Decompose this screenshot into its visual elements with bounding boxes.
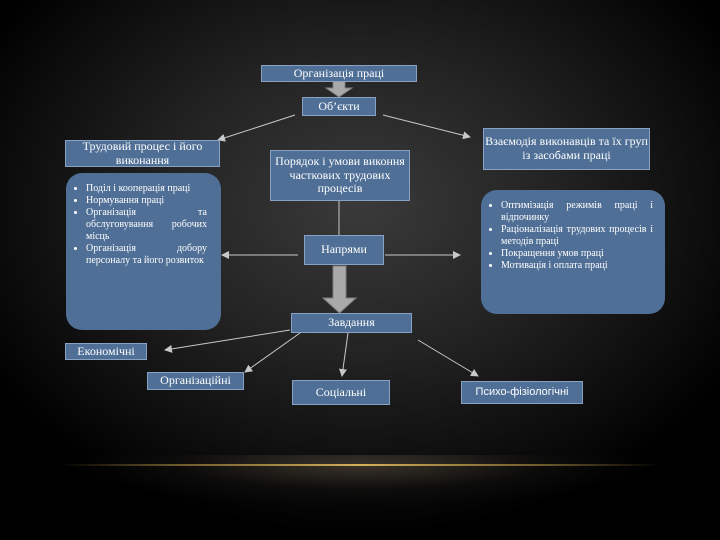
left-list-panel: Поділ і кооперація праціНормування праці… [66, 173, 221, 330]
branch-left-box: Трудовий процес і його виконання [65, 139, 220, 167]
left-list: Поділ і кооперація праціНормування праці… [66, 183, 207, 267]
title-box: Організація праці [261, 65, 417, 82]
task-psycho-box: Психо-фізіологічні [461, 381, 583, 404]
arrow-tasks-economic [164, 329, 291, 353]
left-list-item: Організація та обслуговування робочих мі… [86, 207, 207, 243]
right-list: Оптимізація режимів праці і відпочинкуРа… [481, 200, 653, 272]
arrow-tasks-social [339, 332, 349, 377]
right-list-item: Раціоналізація трудових процесів і метод… [501, 224, 653, 248]
left-list-item: Поділ і кооперація праці [86, 183, 207, 195]
branch-right-box: Взаємодія виконавців та їх груп із засоб… [483, 128, 650, 170]
right-list-item: Оптимізація режимів праці і відпочинку [501, 200, 653, 224]
objects-box: Об’єкти [302, 97, 376, 116]
task-organizational-box: Організаційні [147, 372, 244, 390]
right-list-item: Мотивація і оплата праці [501, 260, 653, 272]
arrow-objects-left [217, 114, 296, 142]
directions-box: Напрями [304, 235, 384, 265]
task-economic-box: Економічні [65, 343, 147, 360]
arrow-objects-right [382, 114, 471, 140]
right-list-item: Покращення умов праці [501, 248, 653, 260]
branch-center-box: Порядок і умови виконня часткових трудов… [270, 150, 410, 201]
arrow-tasks-organizational [244, 332, 301, 373]
block-arrow-title-objects [324, 80, 354, 98]
right-list-panel: Оптимізація режимів праці і відпочинкуРа… [481, 190, 665, 314]
left-list-item: Організація добору персоналу та його роз… [86, 243, 207, 267]
floor-glow [0, 455, 720, 540]
tasks-box: Завдання [291, 313, 412, 333]
left-list-item: Нормування праці [86, 195, 207, 207]
arrow-tasks-psycho [417, 339, 479, 377]
task-social-box: Соціальні [292, 380, 390, 405]
block-arrow-directions-tasks [321, 265, 358, 314]
accent-line [60, 464, 660, 466]
